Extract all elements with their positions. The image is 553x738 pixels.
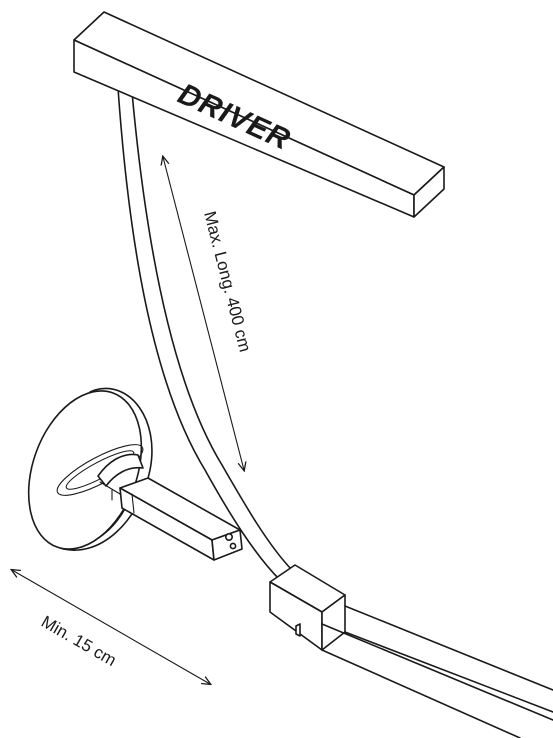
- max-length-arrow: [163, 157, 244, 470]
- round-canopy: [27, 387, 153, 551]
- driver-box: DRIVER: [73, 11, 445, 218]
- connector-bar: [119, 477, 243, 561]
- connector-bar-end: [211, 529, 243, 561]
- light-profile: [321, 605, 553, 738]
- max-length-dimension: Max. Long. 400 cm: [163, 157, 255, 470]
- screw-1: [225, 532, 234, 541]
- min-length-dimension: Min. 15 cm: [12, 570, 210, 684]
- min-length-arrow: [12, 570, 210, 684]
- min-length-label: Min. 15 cm: [38, 612, 120, 670]
- connector-clip: [295, 623, 301, 637]
- cable-connector: [269, 564, 346, 651]
- canopy-bracket: [97, 453, 144, 501]
- driver-box-end: [413, 166, 445, 218]
- driver-box-top: [73, 11, 445, 196]
- screw-2: [229, 542, 237, 550]
